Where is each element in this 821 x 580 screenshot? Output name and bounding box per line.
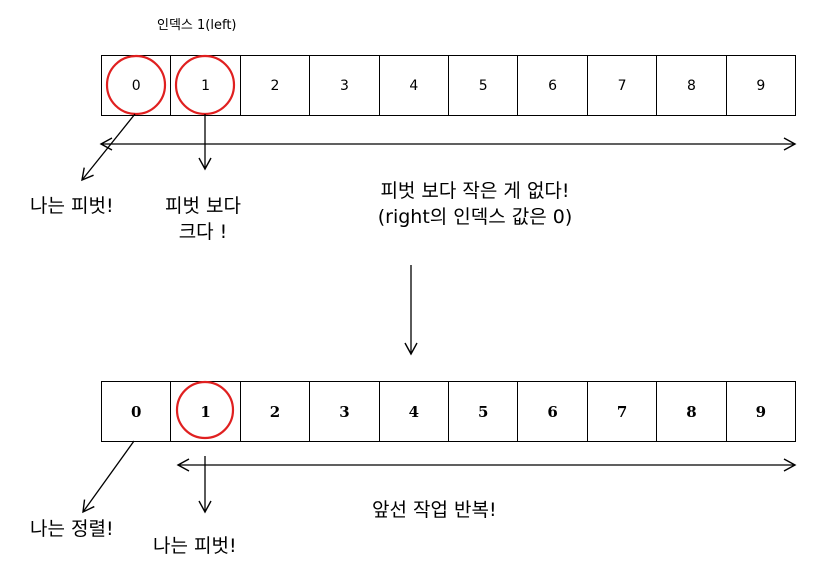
array-cell: 8 (657, 382, 727, 441)
array-cell: 2 (241, 382, 311, 441)
array-cell: 1 (171, 382, 241, 441)
array-after: 0 1 2 3 4 5 6 7 8 9 (101, 381, 796, 442)
bigger-note: 피벗 보다 크다 ! (148, 193, 258, 245)
array-cell: 1 (171, 56, 241, 115)
array-cell: 3 (310, 56, 380, 115)
pivot-note: 나는 피벗! (30, 195, 114, 217)
array-cell: 7 (588, 382, 658, 441)
array-cell: 4 (380, 382, 450, 441)
bigger-note-line2: 크다 ! (178, 221, 228, 243)
none-smaller-line1: 피벗 보다 작은 게 없다! (380, 180, 570, 202)
array-cell: 8 (657, 56, 727, 115)
array-cell: 3 (310, 382, 380, 441)
pivot-arrow (81, 113, 136, 182)
array-cell: 9 (756, 77, 766, 94)
array-cell: 6 (518, 56, 588, 115)
none-smaller-note: 피벗 보다 작은 게 없다! (right의 인덱스 값은 0) (345, 178, 605, 230)
array-cell: 7 (588, 56, 658, 115)
array-before: 0 1 2 3 4 5 6 7 8 9 (101, 55, 796, 116)
array-cell: 4 (380, 56, 450, 115)
repeat-note: 앞선 작업 반복! (372, 499, 497, 521)
sorted-note: 나는 정렬! (30, 518, 114, 540)
none-smaller-line2: (right의 인덱스 값은 0) (377, 206, 573, 228)
index-left-label: 인덱스 1(left) (157, 18, 237, 33)
array-cell: 6 (518, 382, 588, 441)
array-cell: 2 (241, 56, 311, 115)
sorted-arrow (82, 440, 135, 514)
pivot-note-2: 나는 피벗! (153, 535, 237, 557)
bigger-note-line1: 피벗 보다 (165, 195, 241, 217)
array-cell: 0 (102, 56, 172, 115)
array-cell: 5 (449, 382, 519, 441)
array-cell: 5 (449, 56, 519, 115)
array-cell: 9 (755, 402, 767, 421)
array-cell: 0 (102, 382, 172, 441)
